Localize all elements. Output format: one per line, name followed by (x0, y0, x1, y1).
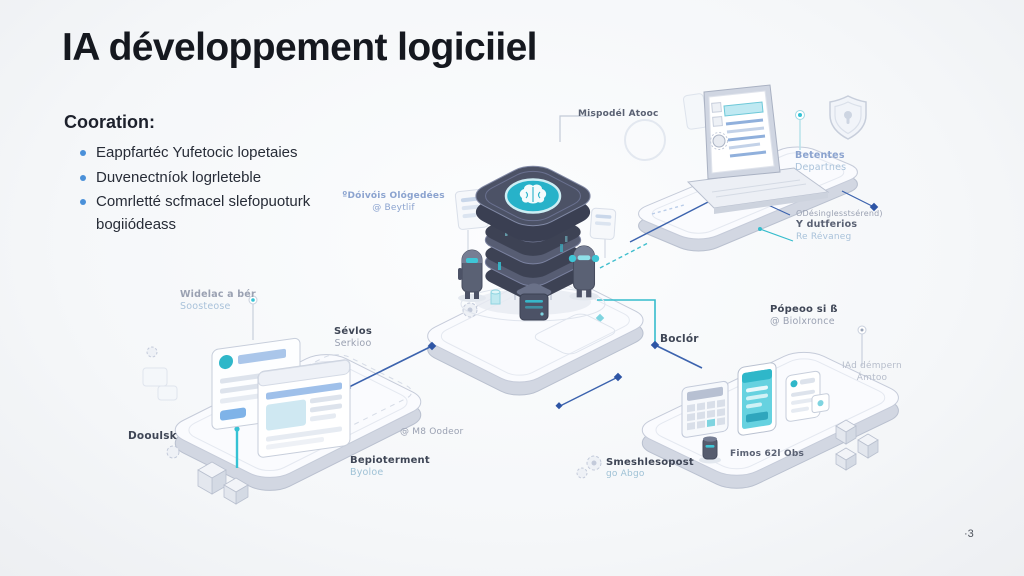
ghost-blocks-left (142, 367, 178, 401)
label-service: Sévlos Serkioo (334, 326, 372, 349)
chip-card (811, 393, 830, 414)
list-item-text: Eappfartéc Yufetocic lopetaies (96, 144, 298, 161)
list-item: Comrletté scfmacel slefopuoturk bogiióde… (64, 191, 364, 236)
sketch-circle (624, 119, 666, 161)
list-item-text: Comrletté scfmacel slefopuoturk bogiióde… (96, 193, 311, 233)
robot-icon (458, 249, 486, 302)
ghost-zone (531, 312, 619, 356)
page-number: ·3 (964, 528, 974, 540)
browser-window-card-2 (257, 359, 351, 458)
page-title: IA développement logiciiel (62, 26, 537, 69)
list-heading: Cooration: (64, 112, 155, 132)
label-smesh: Smeshlesopost go Abgo (606, 457, 694, 479)
bullet-dot-icon (80, 199, 86, 205)
teal-cylinder (490, 289, 501, 305)
label-deploy: Bepioterment Byoloe (350, 455, 430, 478)
package-cubes (835, 419, 879, 471)
label-model-text: Mispodél Atooc (578, 109, 659, 119)
label-node: @ M8 Oodeor (400, 427, 464, 437)
brain-icon (504, 178, 562, 214)
list-item-text: Duvenectníok logrleteble (96, 168, 262, 186)
list-item: Duvenectníok logrleteble (64, 167, 364, 190)
ghost-card (589, 207, 617, 240)
list-item: Eappfartéc Yufetocic lopetaies (64, 142, 364, 165)
calculator-card (681, 380, 729, 438)
label-defense: Betentes Departnes (795, 150, 847, 174)
server-bollard (699, 436, 721, 464)
label-boclor: Boclór (660, 333, 699, 345)
label-model: Mispodél Atooc (578, 109, 659, 121)
label-doolsk: Dooulsk (128, 430, 177, 442)
shield-icon (829, 95, 867, 140)
server-box (516, 283, 552, 321)
label-widelac: Widelac a bér Soosteose (180, 289, 256, 313)
bullet-list: Eappfartéc Yufetocic lopetaies Duvenectn… (64, 142, 364, 236)
connection-lines (235, 115, 875, 468)
bullet-dot-icon (80, 174, 86, 181)
label-iad: IAd démpern Ámtoo (842, 361, 902, 383)
phone-mockup (737, 362, 777, 436)
label-pipeline: Pópeoo si ß @ Biolxronce (770, 304, 838, 327)
antenna-pole (248, 110, 867, 366)
laptop-icon (683, 84, 830, 214)
bullet-dot-icon (80, 150, 86, 156)
label-fimos: Fimos 62l Obs (730, 449, 805, 459)
box-stack (197, 461, 249, 505)
label-resources: ODésinglesstsérend) Y dutferios Re Révan… (796, 209, 883, 242)
bullet-list-block: Cooration: Eappfartéc Yufetocic lopetaie… (64, 112, 364, 238)
robot-icon (568, 245, 600, 301)
label-data: ºDóivóis Ológedées @ Beytlif (342, 191, 445, 213)
